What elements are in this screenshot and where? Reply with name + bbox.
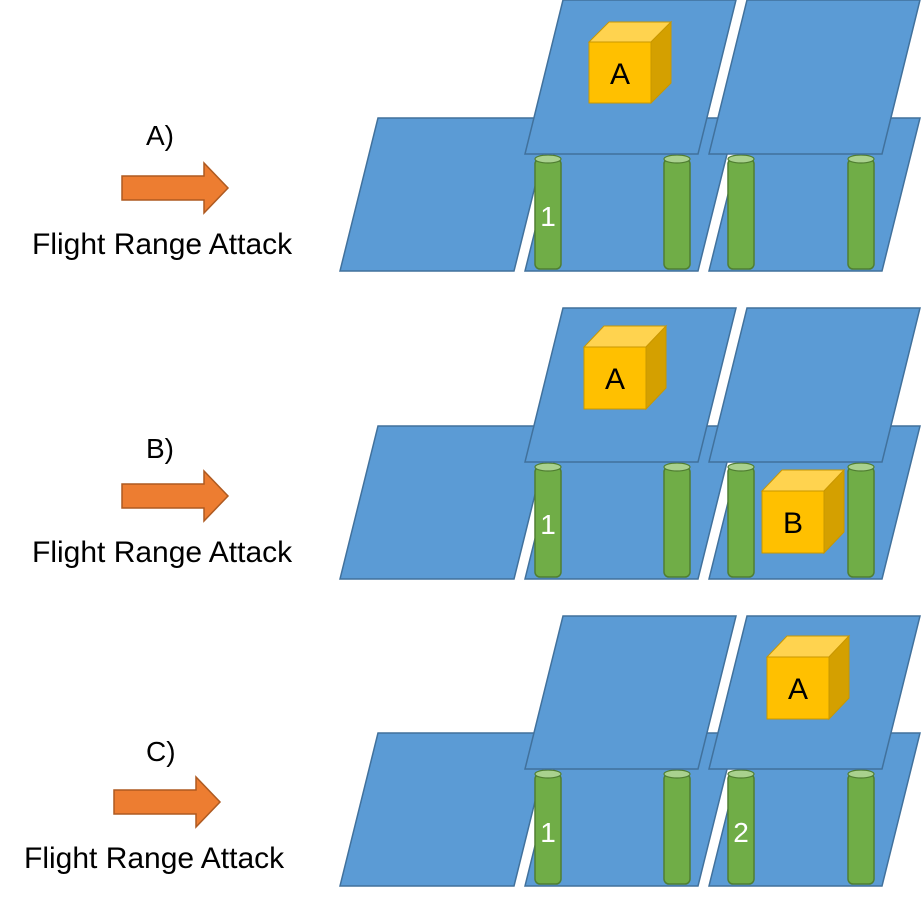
pillar: 1 [534, 769, 562, 885]
pillar [727, 154, 755, 270]
pillar [847, 154, 875, 270]
pillar-label: 1 [540, 509, 556, 540]
pillar [663, 154, 691, 270]
cube-box: A [587, 20, 673, 105]
pillar: 1 [534, 462, 562, 578]
panel-label: C) [146, 736, 176, 767]
box-label: A [610, 58, 630, 91]
pillar-label: 1 [540, 201, 556, 232]
upper-tile [708, 307, 921, 463]
cube-box: A [765, 634, 851, 721]
pillar [847, 462, 875, 578]
panel-a: A) Flight Range Attack 1 [32, 0, 921, 272]
pillar [727, 462, 755, 578]
pillar [847, 769, 875, 885]
pillar-label: 1 [540, 817, 556, 848]
pillar: 1 [534, 154, 562, 270]
pillar-label: 2 [733, 817, 749, 848]
box-label: A [605, 363, 625, 396]
panel-label: A) [146, 120, 174, 151]
box-label: B [783, 507, 803, 540]
cube-box: B [760, 468, 846, 555]
upper-tile [708, 0, 921, 155]
pillar [663, 769, 691, 885]
attack-arrow-icon [113, 776, 221, 828]
attack-text: Flight Range Attack [32, 228, 293, 261]
attack-text: Flight Range Attack [32, 536, 293, 569]
ground-tile [339, 425, 553, 580]
panel-label: B) [146, 433, 174, 464]
box-label: A [788, 673, 808, 706]
pillar [663, 462, 691, 578]
ground-tile [339, 117, 553, 272]
attack-arrow-icon [121, 470, 229, 522]
cube-box: A [582, 324, 668, 411]
pillar: 2 [727, 769, 755, 885]
attack-arrow-icon [121, 162, 229, 214]
attack-text: Flight Range Attack [24, 842, 285, 875]
panel-c: C) Flight Range Attack 1 2 [24, 615, 921, 887]
ground-tile [339, 732, 553, 887]
panel-b: B) Flight Range Attack 1 [32, 307, 921, 580]
upper-tile [524, 615, 737, 770]
